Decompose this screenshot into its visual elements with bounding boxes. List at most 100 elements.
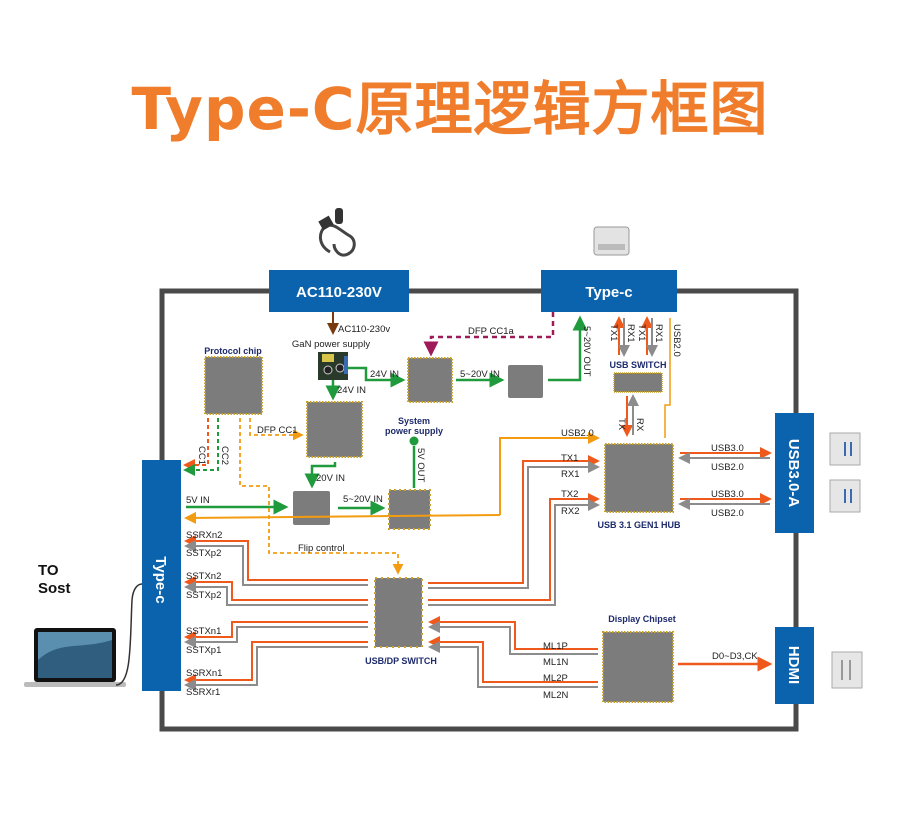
usb3a-port [775,413,814,533]
ml2p-line [428,636,598,683]
usb20-label-2: USB2.0 [711,508,744,519]
display-chip-label: Display Chipset [608,614,676,624]
typec-left-label: Type-c [152,556,169,603]
v24-in-label-a: 24V IN [370,369,399,380]
sstxp2-line-b [184,581,368,606]
typec-top-port [541,270,677,312]
sstxp2-line-a [184,540,368,586]
typec-top-diffpairs [613,316,658,437]
protocol-chip [204,356,263,415]
ml1p-line [428,616,598,650]
ac-in-label: AC110-230v [338,324,390,335]
cc2-label: CC2 [219,446,230,465]
v5-out-label: 5V OUT [415,448,426,483]
usb-hub-chip [604,443,674,513]
ssrxr1-line [184,646,368,691]
ssrxn1-label: SSRXn1 [186,668,222,679]
dfp-cc1a-line [423,312,555,357]
v5-20-out-label: 5~20V OUT [581,326,592,377]
page-title: Type-C原理逻辑方框图 [131,75,769,143]
v5-20-out-line [548,315,588,382]
usb30-label-2: USB3.0 [711,489,744,500]
sstxp1-label: SSTXp1 [186,645,221,656]
usb20-host-line [184,511,501,524]
power-switch-chip-top [508,365,543,398]
ml2n-line [428,641,598,688]
flip-control-label: Flip control [298,543,344,554]
power-cord-icon [318,208,356,257]
usb30-label-1: USB3.0 [711,443,744,454]
typec-left-port [142,460,181,691]
ac-input-label: AC110-230V [296,284,382,301]
system-power-node [409,436,419,446]
usb20-label-1: USB2.0 [711,462,744,473]
v5-20-in-label-a: 5~20V IN [460,369,500,380]
rx-label: RX [634,418,645,432]
hub-rx2-line [428,499,600,606]
cc2-line [183,418,219,476]
hub-tx2-line [428,493,600,601]
hub-rx2-label: RX2 [561,506,579,517]
usb20-vert-label: USB2.0 [671,324,682,357]
ml1p-label: ML1P [543,641,568,652]
dc-dc-chip [306,401,363,458]
usb20-hub-line [499,432,600,515]
usb20-hub-label: USB2.0 [561,428,594,439]
ml1n-label: ML1N [543,657,568,668]
v24-line-a [348,366,406,388]
ac-input-port [269,270,409,312]
system-power-label-2: power supply [385,426,443,436]
dfp-cc1-line [249,418,304,441]
flip-control-line [239,418,404,575]
dfp-cc1a-label: DFP CC1a [468,326,514,337]
host-label-line1: TO [38,562,59,579]
typec-connector-icon [593,226,630,256]
usb-switch-chip [613,372,663,393]
ssrxn2-label: SSRXn2 [186,530,222,541]
laptop-icon [24,583,143,687]
usb-switch-label: USB SWITCH [610,360,667,370]
host-label-line2: Sost [38,580,71,597]
hdmi-label: HDMI [785,646,802,684]
ssrxr1-label: SSRXr1 [186,687,220,698]
tx-label: TX [616,418,627,431]
system-power-label-1: System [398,416,430,426]
usbdp-switch-chip [374,577,423,648]
sstxn1-line [184,621,368,643]
ssrxn2-line [184,535,368,581]
usb3a-label: USB3.0-A [785,439,802,508]
ml2n-label: ML2N [543,690,568,701]
v20-in-line [304,462,337,489]
ml1n-line [428,621,598,655]
hub-tx1-label: TX1 [561,453,578,464]
cc1-line [183,418,209,471]
rx1-label-b: RX1 [653,324,664,342]
hub-tx2-label: TX2 [561,489,578,500]
sstxn2-label: SSTXn2 [186,571,221,582]
protocol-chip-label: Protocol chip [204,346,262,356]
sstxp2-label-b: SSTXp2 [186,590,221,601]
hdmi-connector-icon [831,651,863,689]
sstxn2-line [184,576,368,601]
pd-controller-chip [407,357,453,403]
v24-in-label-b: 24V IN [337,385,366,396]
sstxp2-label-a: SSTXp2 [186,548,221,559]
hub-rx1-line [428,461,600,589]
sstxp1-line [184,626,368,648]
d0-d3-ck-label: D0~D3,CK [712,651,758,662]
rx1-label-a: RX1 [625,324,636,342]
v20-in-label: 20V IN [316,473,345,484]
system-power-chip [388,489,431,530]
ssrxn1-line [184,641,368,686]
gan-power-supply-icon [318,352,348,380]
usbdp-switch-label: USB/DP SWITCH [365,656,437,666]
hdmi-port [775,627,814,704]
power-switch-chip-mid [293,491,330,525]
usb-hub-label: USB 3.1 GEN1 HUB [597,520,681,530]
v5-in-label: 5V IN [186,495,210,506]
display-chip [602,631,674,703]
usb-a-connector-icon [829,432,861,513]
v5-20-in-label-b: 5~20V IN [343,494,383,505]
gan-label: GaN power supply [292,339,370,350]
